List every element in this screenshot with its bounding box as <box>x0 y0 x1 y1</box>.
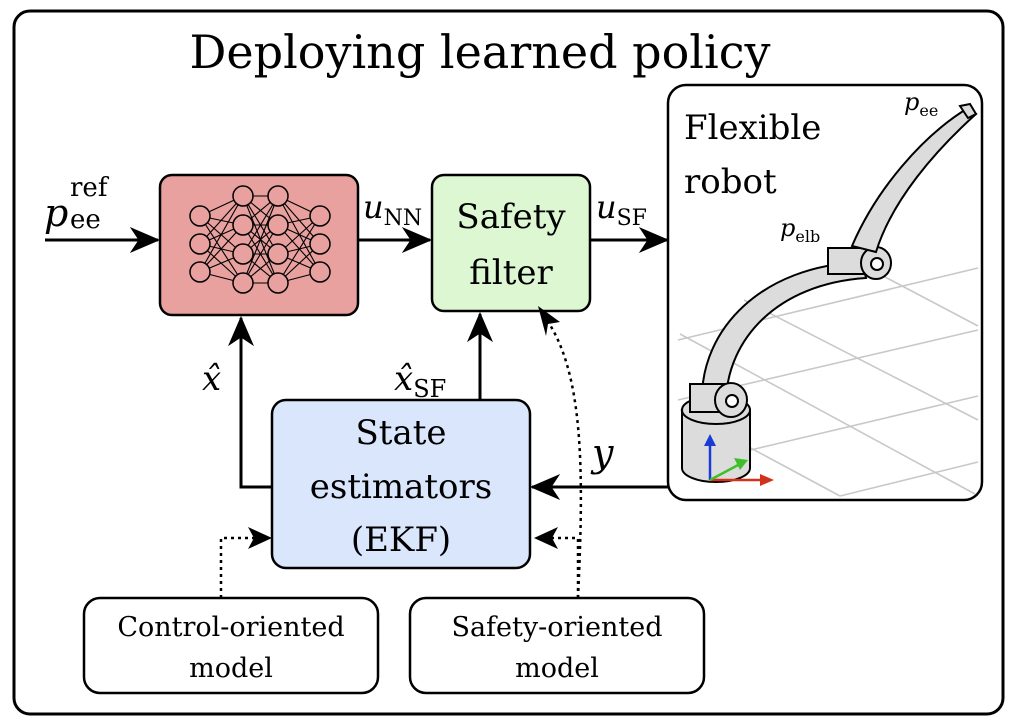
nn-node <box>267 272 289 294</box>
safety-filter-label-line2: filter <box>469 253 553 293</box>
nn-node <box>232 185 254 207</box>
nn-node <box>309 205 331 227</box>
dotted-arrow-heads <box>248 306 560 549</box>
estimator-label-line3: (EKF) <box>351 520 451 560</box>
safety-oriented-model-box: Safety-oriented model <box>408 596 706 695</box>
nn-node <box>267 185 289 207</box>
coordinate-axes-icon <box>704 434 774 486</box>
p-ref-label: p <box>44 191 68 235</box>
flexible-robot-panel: Flexible robot pee pelb <box>666 83 984 502</box>
nn-node <box>232 243 254 265</box>
u-nn-label: uNN <box>363 188 422 231</box>
control-oriented-model-box: Control-oriented model <box>82 596 380 695</box>
nn-node <box>232 272 254 294</box>
safety-model-line2: model <box>515 653 599 684</box>
neural-network-icon <box>189 185 331 294</box>
y-label: y <box>590 431 614 475</box>
x-hat-label: x̂ <box>202 359 221 399</box>
estimator-label-line1: State <box>355 413 446 453</box>
safety-model-line1: Safety-oriented <box>451 612 662 643</box>
p-ref-sup: ref <box>70 173 110 203</box>
nn-node <box>232 214 254 236</box>
nn-node <box>267 214 289 236</box>
dotted-control-model-to-estimator <box>219 536 268 598</box>
state-estimator-block: State estimators (EKF) <box>270 398 532 570</box>
x-hat-sf-label: x̂SF <box>394 359 446 403</box>
safety-filter-block: Safety filter <box>430 173 592 313</box>
nn-node <box>189 261 211 283</box>
p-elb-label: pelb <box>780 214 820 246</box>
nn-edge <box>199 195 244 273</box>
u-sf-label: uSF <box>596 188 647 231</box>
p-ee-label: pee <box>904 88 938 120</box>
nn-node <box>189 205 211 227</box>
nn-node <box>309 233 331 255</box>
flexible-robot-arm-illustration <box>681 102 978 483</box>
p-ref-sub: ee <box>70 205 101 235</box>
estimator-label-line2: estimators <box>310 467 492 507</box>
control-model-line1: Control-oriented <box>117 612 344 643</box>
nn-edge <box>277 215 321 284</box>
robot-label-line2: robot <box>684 162 777 202</box>
diagram-title: Deploying learned policy <box>190 25 771 79</box>
nn-node <box>267 243 289 265</box>
control-model-line2: model <box>189 653 273 684</box>
signal-arrows <box>45 227 670 500</box>
arrow-xhat-to-nn <box>228 315 272 489</box>
safety-filter-label-line1: Safety <box>456 197 566 237</box>
nn-edge <box>242 195 279 284</box>
dotted-safety-model-to-sf <box>542 315 583 599</box>
nn-node <box>189 233 211 255</box>
nn-edge <box>242 195 279 255</box>
nn-node <box>309 261 331 283</box>
robot-label-line1: Flexible <box>684 108 821 148</box>
nn-edge <box>242 224 279 284</box>
neural-network-block <box>158 173 360 317</box>
